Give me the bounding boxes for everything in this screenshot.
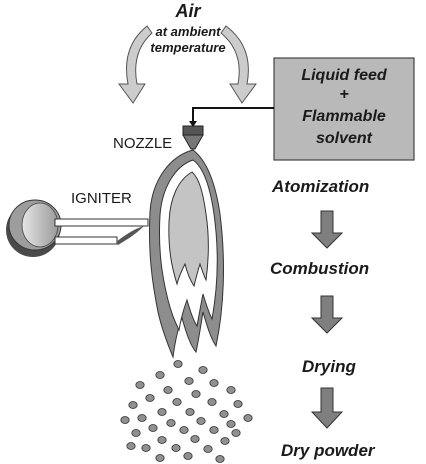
powder-particle bbox=[157, 436, 167, 444]
powder-particle bbox=[184, 377, 194, 385]
powder-particles bbox=[120, 360, 253, 463]
step-drying: Drying bbox=[302, 357, 356, 376]
air-title: Air bbox=[174, 1, 201, 21]
step-atomization: Atomization bbox=[271, 177, 369, 196]
feed-line-arrowhead bbox=[189, 121, 197, 127]
powder-particle bbox=[155, 371, 165, 379]
powder-particle bbox=[135, 381, 145, 389]
powder-particle bbox=[233, 400, 243, 408]
step-combustion: Combustion bbox=[270, 259, 369, 278]
air-arrow-right-icon bbox=[220, 25, 257, 104]
nozzle-tip bbox=[182, 134, 204, 150]
powder-particle bbox=[171, 444, 181, 452]
powder-particle bbox=[179, 426, 189, 434]
powder-particle bbox=[157, 408, 167, 416]
nozzle-label: NOZZLE bbox=[113, 135, 172, 152]
powder-particle bbox=[128, 401, 138, 409]
down-arrow-icon bbox=[310, 295, 344, 334]
down-arrow-icon bbox=[310, 387, 344, 429]
feed-line bbox=[192, 107, 274, 124]
powder-particle bbox=[173, 360, 183, 368]
powder-particle bbox=[137, 414, 147, 422]
powder-particle bbox=[185, 408, 195, 416]
igniter-rod-upper bbox=[54, 218, 149, 227]
powder-particle bbox=[226, 420, 236, 428]
powder-particle bbox=[207, 398, 217, 406]
air-subtitle-line2: temperature bbox=[150, 40, 225, 55]
powder-particle bbox=[219, 410, 229, 418]
air-subtitle-line1: at ambient bbox=[155, 24, 221, 39]
powder-particle bbox=[190, 435, 200, 443]
feed-box-line3: Flammable bbox=[302, 108, 386, 125]
powder-particle bbox=[163, 386, 173, 394]
powder-particle bbox=[215, 455, 225, 463]
powder-particle bbox=[141, 444, 151, 452]
powder-particle bbox=[126, 442, 136, 450]
powder-particle bbox=[231, 429, 241, 437]
nozzle-body bbox=[182, 125, 204, 136]
feed-box-line2: + bbox=[339, 86, 348, 103]
powder-particle bbox=[203, 445, 213, 453]
powder-particle bbox=[120, 416, 130, 424]
liquid-feed-box bbox=[273, 57, 415, 161]
igniter-label: IGNITER bbox=[71, 190, 132, 207]
feed-box-line4: solvent bbox=[316, 130, 373, 147]
powder-particle bbox=[209, 426, 219, 434]
powder-particle bbox=[243, 414, 253, 422]
step-dry-powder: Dry powder bbox=[281, 441, 376, 460]
powder-particle bbox=[145, 394, 155, 402]
igniter-rod-lower bbox=[54, 236, 118, 245]
powder-particle bbox=[191, 390, 201, 398]
powder-particle bbox=[148, 424, 158, 432]
powder-particle bbox=[183, 452, 193, 460]
air-arrow-left-icon bbox=[118, 25, 153, 104]
powder-particle bbox=[172, 398, 182, 406]
powder-particle bbox=[209, 379, 219, 387]
powder-particle bbox=[196, 417, 206, 425]
flame-inner bbox=[168, 171, 209, 288]
igniter-disc-face bbox=[21, 202, 59, 248]
powder-particle bbox=[155, 454, 165, 462]
powder-particle bbox=[226, 386, 236, 394]
powder-particle bbox=[220, 437, 230, 445]
powder-particle bbox=[198, 366, 208, 374]
powder-particle bbox=[166, 419, 176, 427]
igniter-spark-icon bbox=[116, 226, 144, 245]
down-arrow-icon bbox=[310, 210, 344, 249]
feed-box-line1: Liquid feed bbox=[301, 67, 388, 84]
powder-particle bbox=[131, 429, 141, 437]
